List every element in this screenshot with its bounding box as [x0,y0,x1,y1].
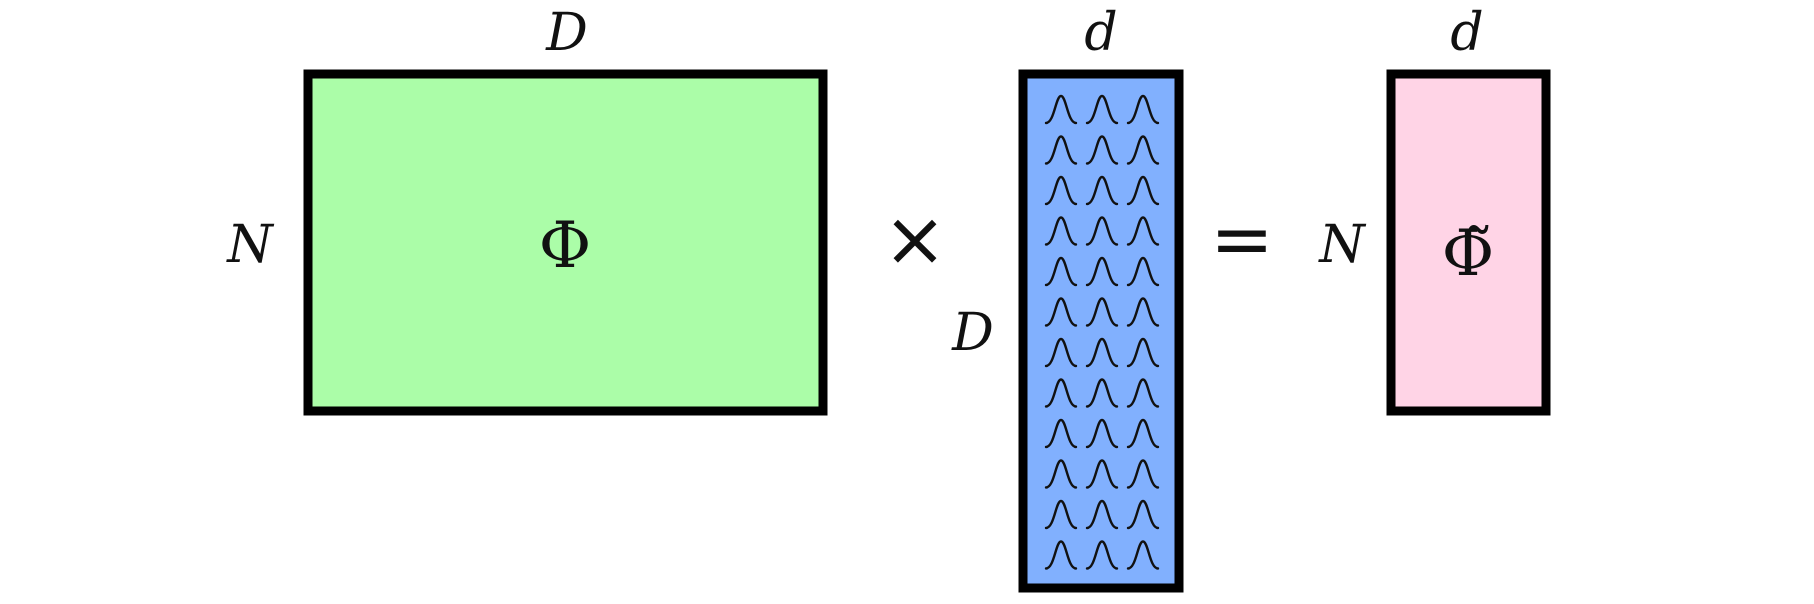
phi-matrix [303,69,828,416]
bump-icon [1085,378,1119,408]
bump-icon [1126,540,1160,570]
bump-icon [1085,459,1119,489]
bump-icon [1126,378,1160,408]
bump-icon [1044,337,1078,368]
bump-icon [1044,135,1078,165]
bump-icon [1044,175,1078,206]
bump-icon [1085,297,1119,327]
bump-icon [1126,135,1160,165]
bump-icon [1085,540,1119,570]
bump-icon [1044,378,1078,408]
bump-icon [1126,418,1160,449]
equals-operator: = [1210,194,1274,283]
phi-matrix-label: Φ [539,209,591,283]
phi-tilde-matrix-label: Φ̃ [1442,217,1494,291]
bump-icon [1126,459,1160,489]
bump-icon [1085,418,1119,449]
bump-icon [1044,94,1078,125]
bump-glyph-grid [1044,94,1160,570]
projection-matrix [1018,69,1184,593]
projection-matrix-group: d D [951,3,1184,593]
bump-icon [1085,216,1119,246]
bump-icon [1085,256,1119,287]
bump-icon [1126,297,1160,327]
bump-icon [1126,337,1160,368]
phi-top-dimension: D [545,3,588,63]
bump-icon [1126,216,1160,246]
phi-tilde-matrix-group: Φ̃ d N [1317,3,1551,416]
bump-icon [1044,459,1078,489]
bump-icon [1044,540,1078,570]
bump-icon [1126,94,1160,125]
multiply-operator: × [883,194,947,283]
phi-matrix-group: Φ D N [225,3,828,416]
phi-left-dimension: N [225,215,274,275]
bump-icon [1085,94,1119,125]
bump-icon [1085,135,1119,165]
bump-icon [1044,499,1078,530]
bump-icon [1044,216,1078,246]
projection-top-dimension: d [1084,3,1117,63]
bump-icon [1044,297,1078,327]
bump-icon [1126,256,1160,287]
phi-tilde-left-dimension: N [1317,215,1366,275]
bump-icon [1085,337,1119,368]
bump-icon [1044,418,1078,449]
bump-icon [1126,499,1160,530]
bump-icon [1085,175,1119,206]
phi-tilde-matrix [1386,69,1551,416]
phi-tilde-top-dimension: d [1450,3,1483,63]
bump-icon [1126,175,1160,206]
bump-icon [1044,256,1078,287]
bump-icon [1085,499,1119,530]
projection-left-dimension: D [951,303,994,363]
